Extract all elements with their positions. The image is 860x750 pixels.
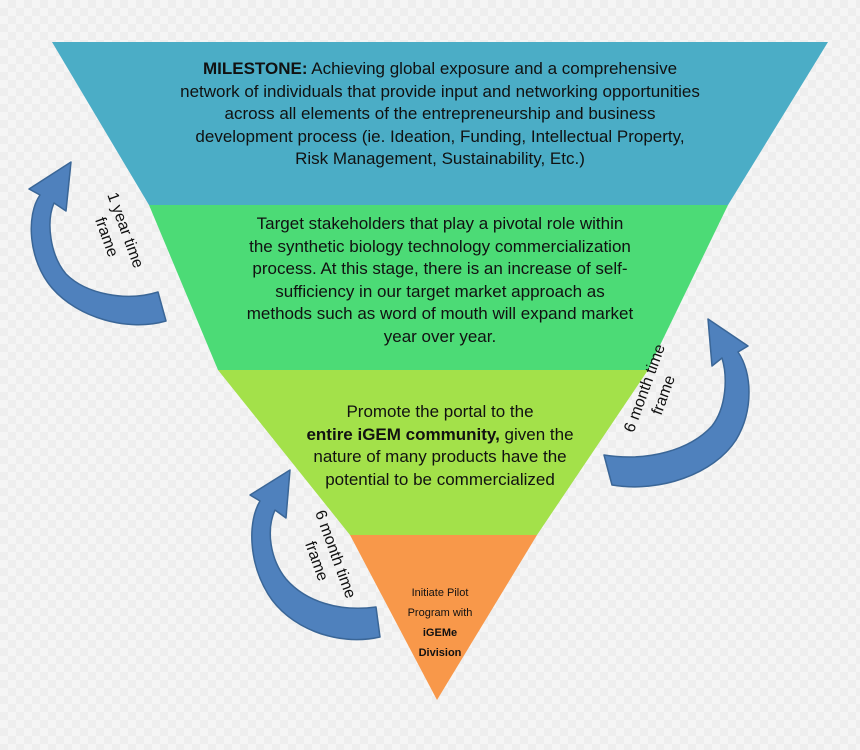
arrow-6-month-right-icon [603, 318, 750, 488]
tier-4-bold1: iGEMe [422, 627, 458, 639]
milestone-label: MILESTONE: [202, 59, 308, 78]
arrow-6-month-left-icon [249, 469, 381, 641]
tier-4-bold2: Division [418, 647, 462, 659]
tier-2-stakeholders [149, 205, 728, 370]
tier-3-text-before: Promote the portal to the [346, 402, 534, 421]
tier-3-igem-community [218, 370, 648, 535]
tier-3-text-bold: entire iGEM community, [306, 424, 500, 444]
milestone-text: Achieving global exposure and a comprehe… [180, 59, 700, 168]
arrow-1-year-icon [28, 161, 167, 326]
tier-1-text: MILESTONE: Achieving global exposure and… [180, 58, 700, 171]
tier-3-text-after: given the nature of many products have t… [313, 424, 574, 489]
tier-4-line2: Program with [407, 607, 473, 619]
tier-2-text: Target stakeholders that play a pivotal … [246, 214, 634, 346]
tier-4-pilot-program [350, 535, 537, 700]
tier-1-milestone [52, 42, 828, 205]
tier-3-text: Promote the portal to the entire iGEM co… [305, 401, 575, 491]
tier-4-line1: Initiate Pilot [411, 587, 469, 599]
tier-4-text: Initiate Pilot Program with iGEMe Divisi… [370, 583, 510, 663]
